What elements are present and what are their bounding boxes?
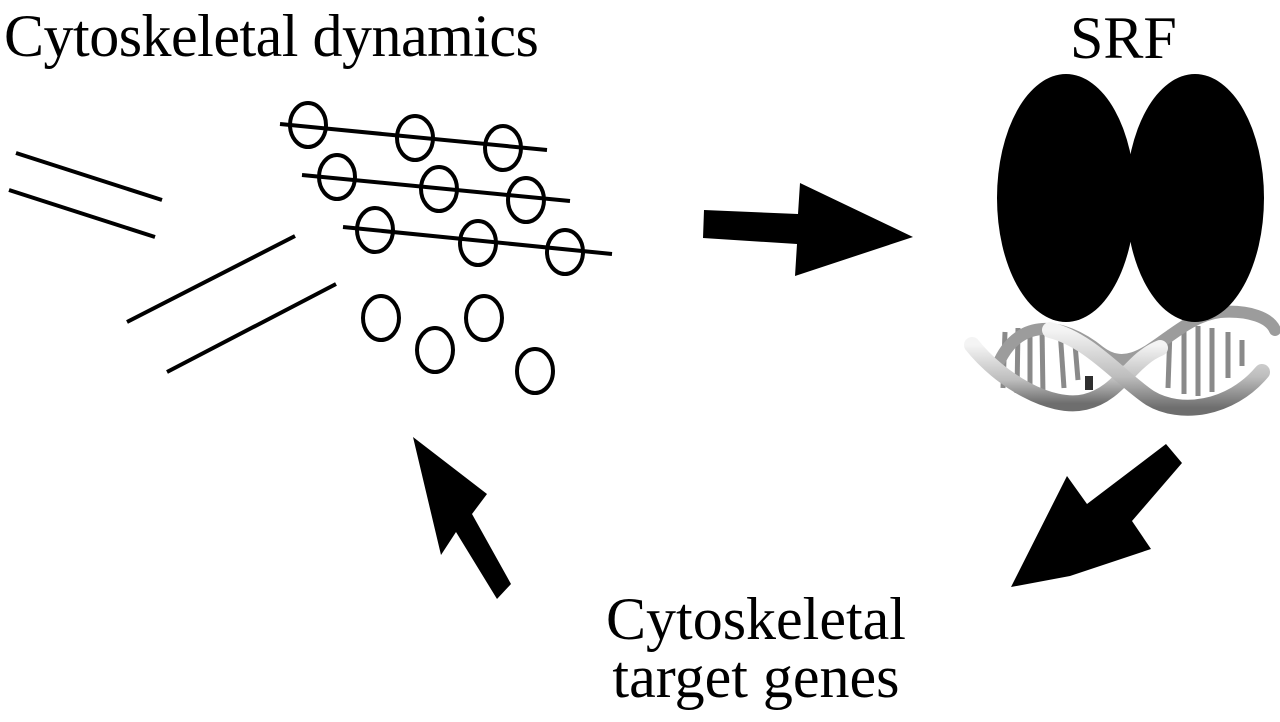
free-monomers <box>361 294 555 395</box>
target-genes-label: Cytoskeletal target genes <box>606 586 906 710</box>
free-monomer <box>415 326 455 374</box>
arrow-down-left-icon <box>1011 444 1182 587</box>
bound-monomer <box>419 165 459 213</box>
loose-filaments <box>8 151 337 374</box>
bound-monomer <box>483 124 523 172</box>
loose-filament <box>8 188 156 239</box>
target-genes-line2: target genes <box>612 644 900 710</box>
target-genes-line1: Cytoskeletal <box>606 586 906 652</box>
arrow-right-icon <box>703 183 913 276</box>
loose-filament <box>15 151 163 202</box>
filament-line <box>342 225 613 256</box>
loose-filament <box>126 234 296 324</box>
free-monomer <box>464 294 504 342</box>
loose-filament <box>166 282 337 374</box>
srf-subunit-left <box>997 74 1135 322</box>
bound-monomer <box>288 101 328 149</box>
arrow-up-left-icon <box>413 437 511 599</box>
bound-monomer <box>317 153 357 201</box>
srf-label: SRF <box>1070 5 1177 71</box>
actin-filaments <box>279 101 613 276</box>
bound-monomer <box>395 114 435 162</box>
bound-monomer <box>506 176 546 224</box>
bound-monomer <box>458 219 498 267</box>
filament-line <box>301 173 571 203</box>
bound-monomer <box>355 206 395 254</box>
free-monomer <box>361 294 401 342</box>
dna-helix-icon <box>964 305 1280 416</box>
free-monomer <box>515 347 555 395</box>
srf-subunit-right <box>1126 74 1264 322</box>
bound-monomer <box>545 228 585 276</box>
srf-dimer <box>997 74 1264 322</box>
cytoskeletal-dynamics-label: Cytoskeletal dynamics <box>4 3 539 69</box>
